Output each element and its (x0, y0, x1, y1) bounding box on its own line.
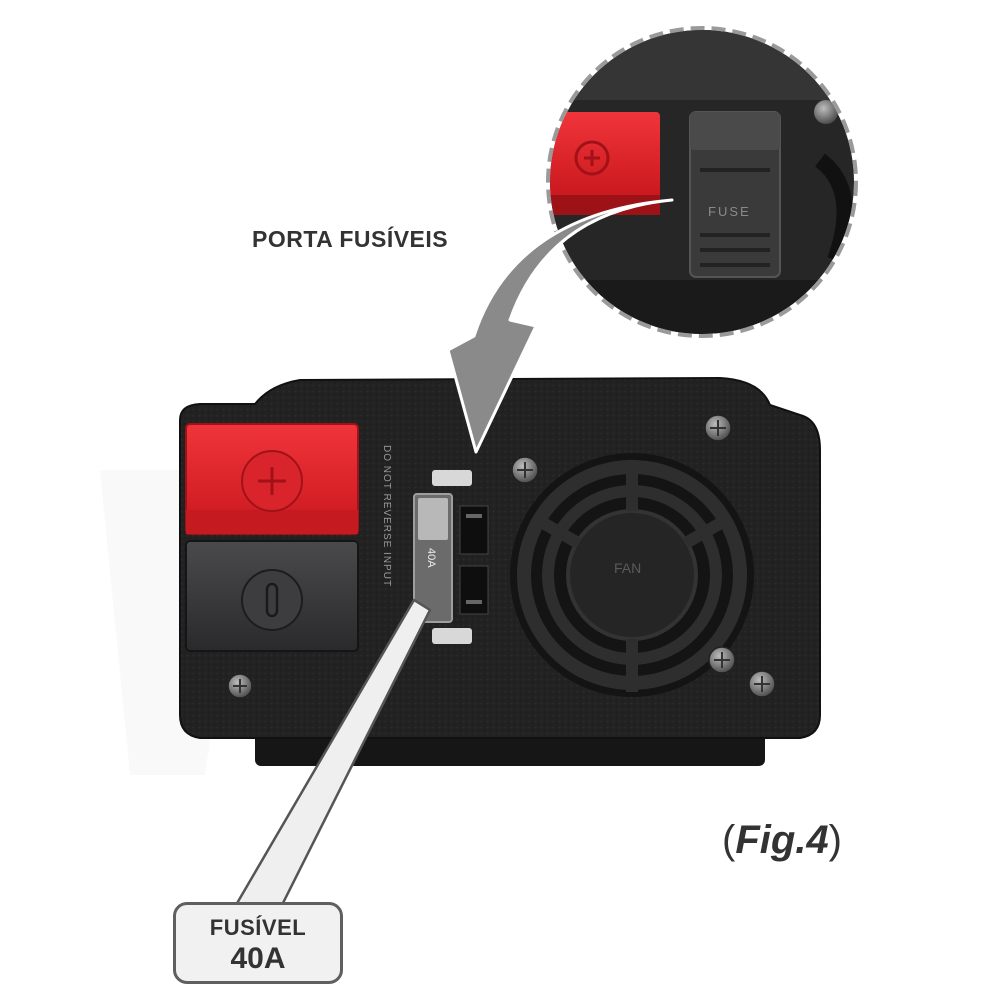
fuse-rating-label: 40A (230, 942, 286, 975)
fuse-cover-marking: FUSE (708, 204, 751, 219)
fuse-label: FUSÍVEL (209, 915, 307, 940)
zoom-detail: FUSE (546, 26, 858, 338)
fuse-rating-marking: 40A (425, 548, 437, 568)
fan-marking: FAN (614, 560, 641, 576)
polarity-warning: DO NOT REVERSE INPUT (381, 445, 392, 587)
figure-number: Fig.4 (735, 818, 829, 862)
caption-open-paren: ( (722, 818, 736, 862)
fuse-callout-box: FUSÍVEL 40A (173, 902, 343, 984)
fuse-holder-label: PORTA FUSÍVEIS (252, 226, 449, 252)
positive-terminal (185, 423, 359, 535)
minus-icon (241, 569, 303, 631)
pointer-arrow (446, 198, 674, 454)
figure-caption: (Fig.4) (722, 818, 842, 863)
caption-close-paren: ) (828, 818, 842, 862)
fan-grille-icon: FAN (510, 453, 754, 697)
negative-terminal (185, 540, 359, 652)
fuse-holder: 40A (413, 470, 489, 644)
screw-icon (227, 414, 776, 699)
